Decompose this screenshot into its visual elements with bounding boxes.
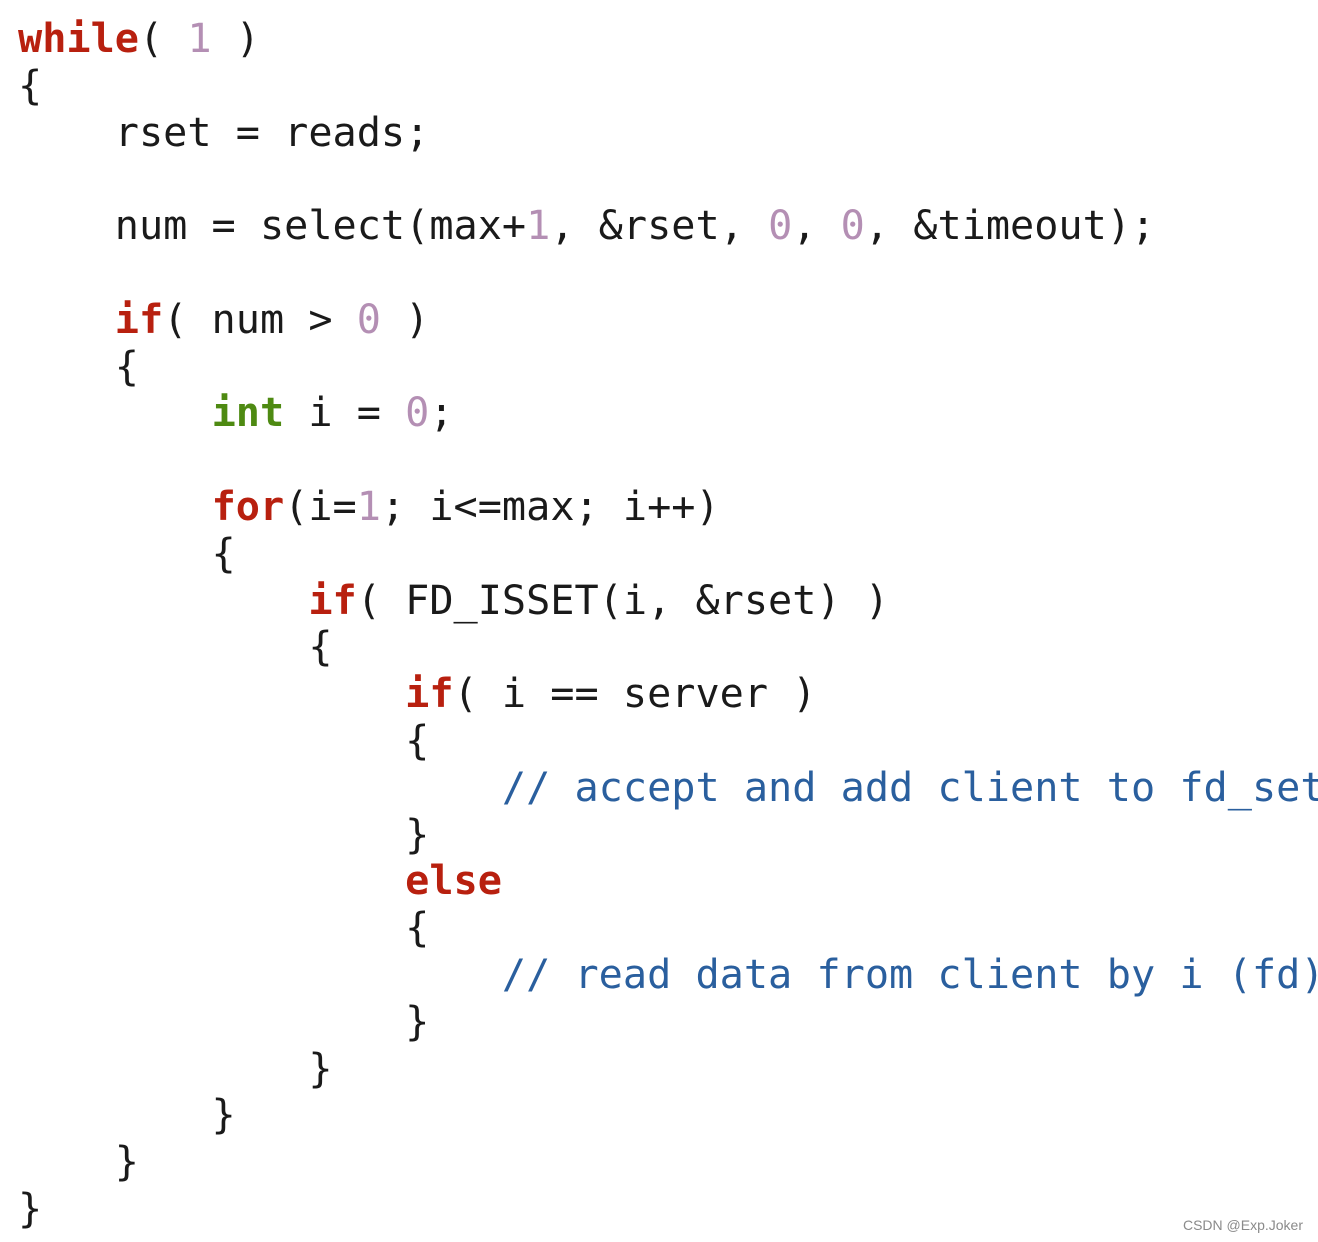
code-block: while( 1 ){ rset = reads; num = select(m…	[18, 16, 1318, 1233]
code-token-plain: {	[18, 343, 139, 390]
code-token-plain: }	[18, 1185, 43, 1232]
code-token-plain: (i=	[284, 483, 357, 530]
code-token-plain: ;	[429, 390, 454, 437]
code-line	[18, 156, 1318, 203]
watermark: CSDN @Exp.Joker	[1182, 1217, 1303, 1233]
code-token-plain: (	[138, 16, 188, 62]
code-token-plain: , &timeout);	[864, 203, 1156, 250]
code-token-kw: if	[114, 296, 164, 343]
code-line: }	[18, 1092, 1318, 1139]
code-token-plain: ,	[792, 203, 841, 250]
code-token-plain: )	[380, 296, 430, 343]
code-token-plain: rset = reads;	[18, 109, 430, 156]
code-line: {	[18, 63, 1318, 110]
code-line: }	[18, 1046, 1318, 1093]
code-line: int i = 0;	[18, 390, 1318, 437]
code-token-plain: }	[18, 1139, 139, 1186]
code-line: {	[18, 905, 1318, 952]
code-token-num: 0	[840, 203, 865, 250]
code-token-cm: // read data from client by i (fd)	[501, 951, 1318, 998]
code-token-plain: {	[18, 717, 430, 764]
code-token-plain: num = select(max+	[18, 203, 527, 250]
code-token-plain: ; i<=max; i++)	[380, 483, 720, 530]
code-token-plain: {	[18, 905, 430, 952]
code-line: // accept and add client to fd_set	[18, 765, 1318, 812]
code-token-plain	[18, 671, 405, 717]
code-token-plain: , &rset,	[550, 203, 769, 250]
code-token-plain: ( FD_ISSET(i, &rset) )	[356, 577, 890, 624]
code-token-cm: // accept and add client to fd_set	[501, 764, 1318, 811]
code-line: }	[18, 1186, 1318, 1233]
code-token-plain	[18, 858, 405, 904]
code-line: }	[18, 999, 1318, 1046]
code-token-num: 1	[526, 203, 551, 250]
code-line	[18, 250, 1318, 297]
code-line: else	[18, 858, 1318, 905]
code-token-type: int	[211, 390, 285, 437]
code-line: if( FD_ISSET(i, &rset) )	[18, 578, 1318, 625]
code-token-plain: ( i == server )	[453, 671, 817, 718]
code-token-plain	[18, 578, 308, 624]
code-line: }	[18, 812, 1318, 859]
code-line: {	[18, 344, 1318, 391]
code-token-plain	[18, 765, 502, 811]
code-line	[18, 437, 1318, 484]
code-token-plain: i =	[284, 390, 406, 437]
code-token-num: 0	[768, 203, 793, 250]
code-token-num: 1	[356, 483, 381, 530]
code-line: if( i == server )	[18, 671, 1318, 718]
code-line: rset = reads;	[18, 110, 1318, 157]
code-token-kw: while	[18, 16, 139, 62]
code-token-plain: {	[18, 62, 43, 109]
code-line: }	[18, 1139, 1318, 1186]
code-token-plain: }	[18, 998, 430, 1045]
code-token-plain	[18, 484, 212, 530]
code-token-plain: }	[18, 1045, 333, 1092]
code-token-plain: {	[18, 530, 236, 577]
code-line: {	[18, 624, 1318, 671]
code-line: while( 1 )	[18, 16, 1318, 63]
code-token-plain	[18, 952, 502, 998]
code-line: {	[18, 718, 1318, 765]
code-token-plain: }	[18, 1092, 236, 1139]
code-token-num: 0	[405, 390, 430, 437]
code-token-kw: for	[211, 483, 285, 530]
code-token-num: 0	[356, 296, 381, 343]
code-line: // read data from client by i (fd)	[18, 952, 1318, 999]
code-token-plain	[18, 297, 115, 343]
code-token-kw: if	[308, 577, 357, 624]
code-token-kw: if	[405, 671, 454, 718]
code-token-plain: {	[18, 624, 333, 671]
code-line: num = select(max+1, &rset, 0, 0, &timeou…	[18, 203, 1318, 250]
code-token-plain: ( num >	[163, 296, 357, 343]
code-token-kw: else	[405, 858, 502, 905]
code-token-plain: )	[211, 16, 260, 62]
code-line: {	[18, 531, 1318, 578]
code-line: for(i=1; i<=max; i++)	[18, 484, 1318, 531]
code-line: if( num > 0 )	[18, 297, 1318, 344]
code-token-plain	[18, 390, 212, 436]
code-token-plain: }	[18, 811, 430, 858]
code-token-num: 1	[187, 16, 212, 62]
